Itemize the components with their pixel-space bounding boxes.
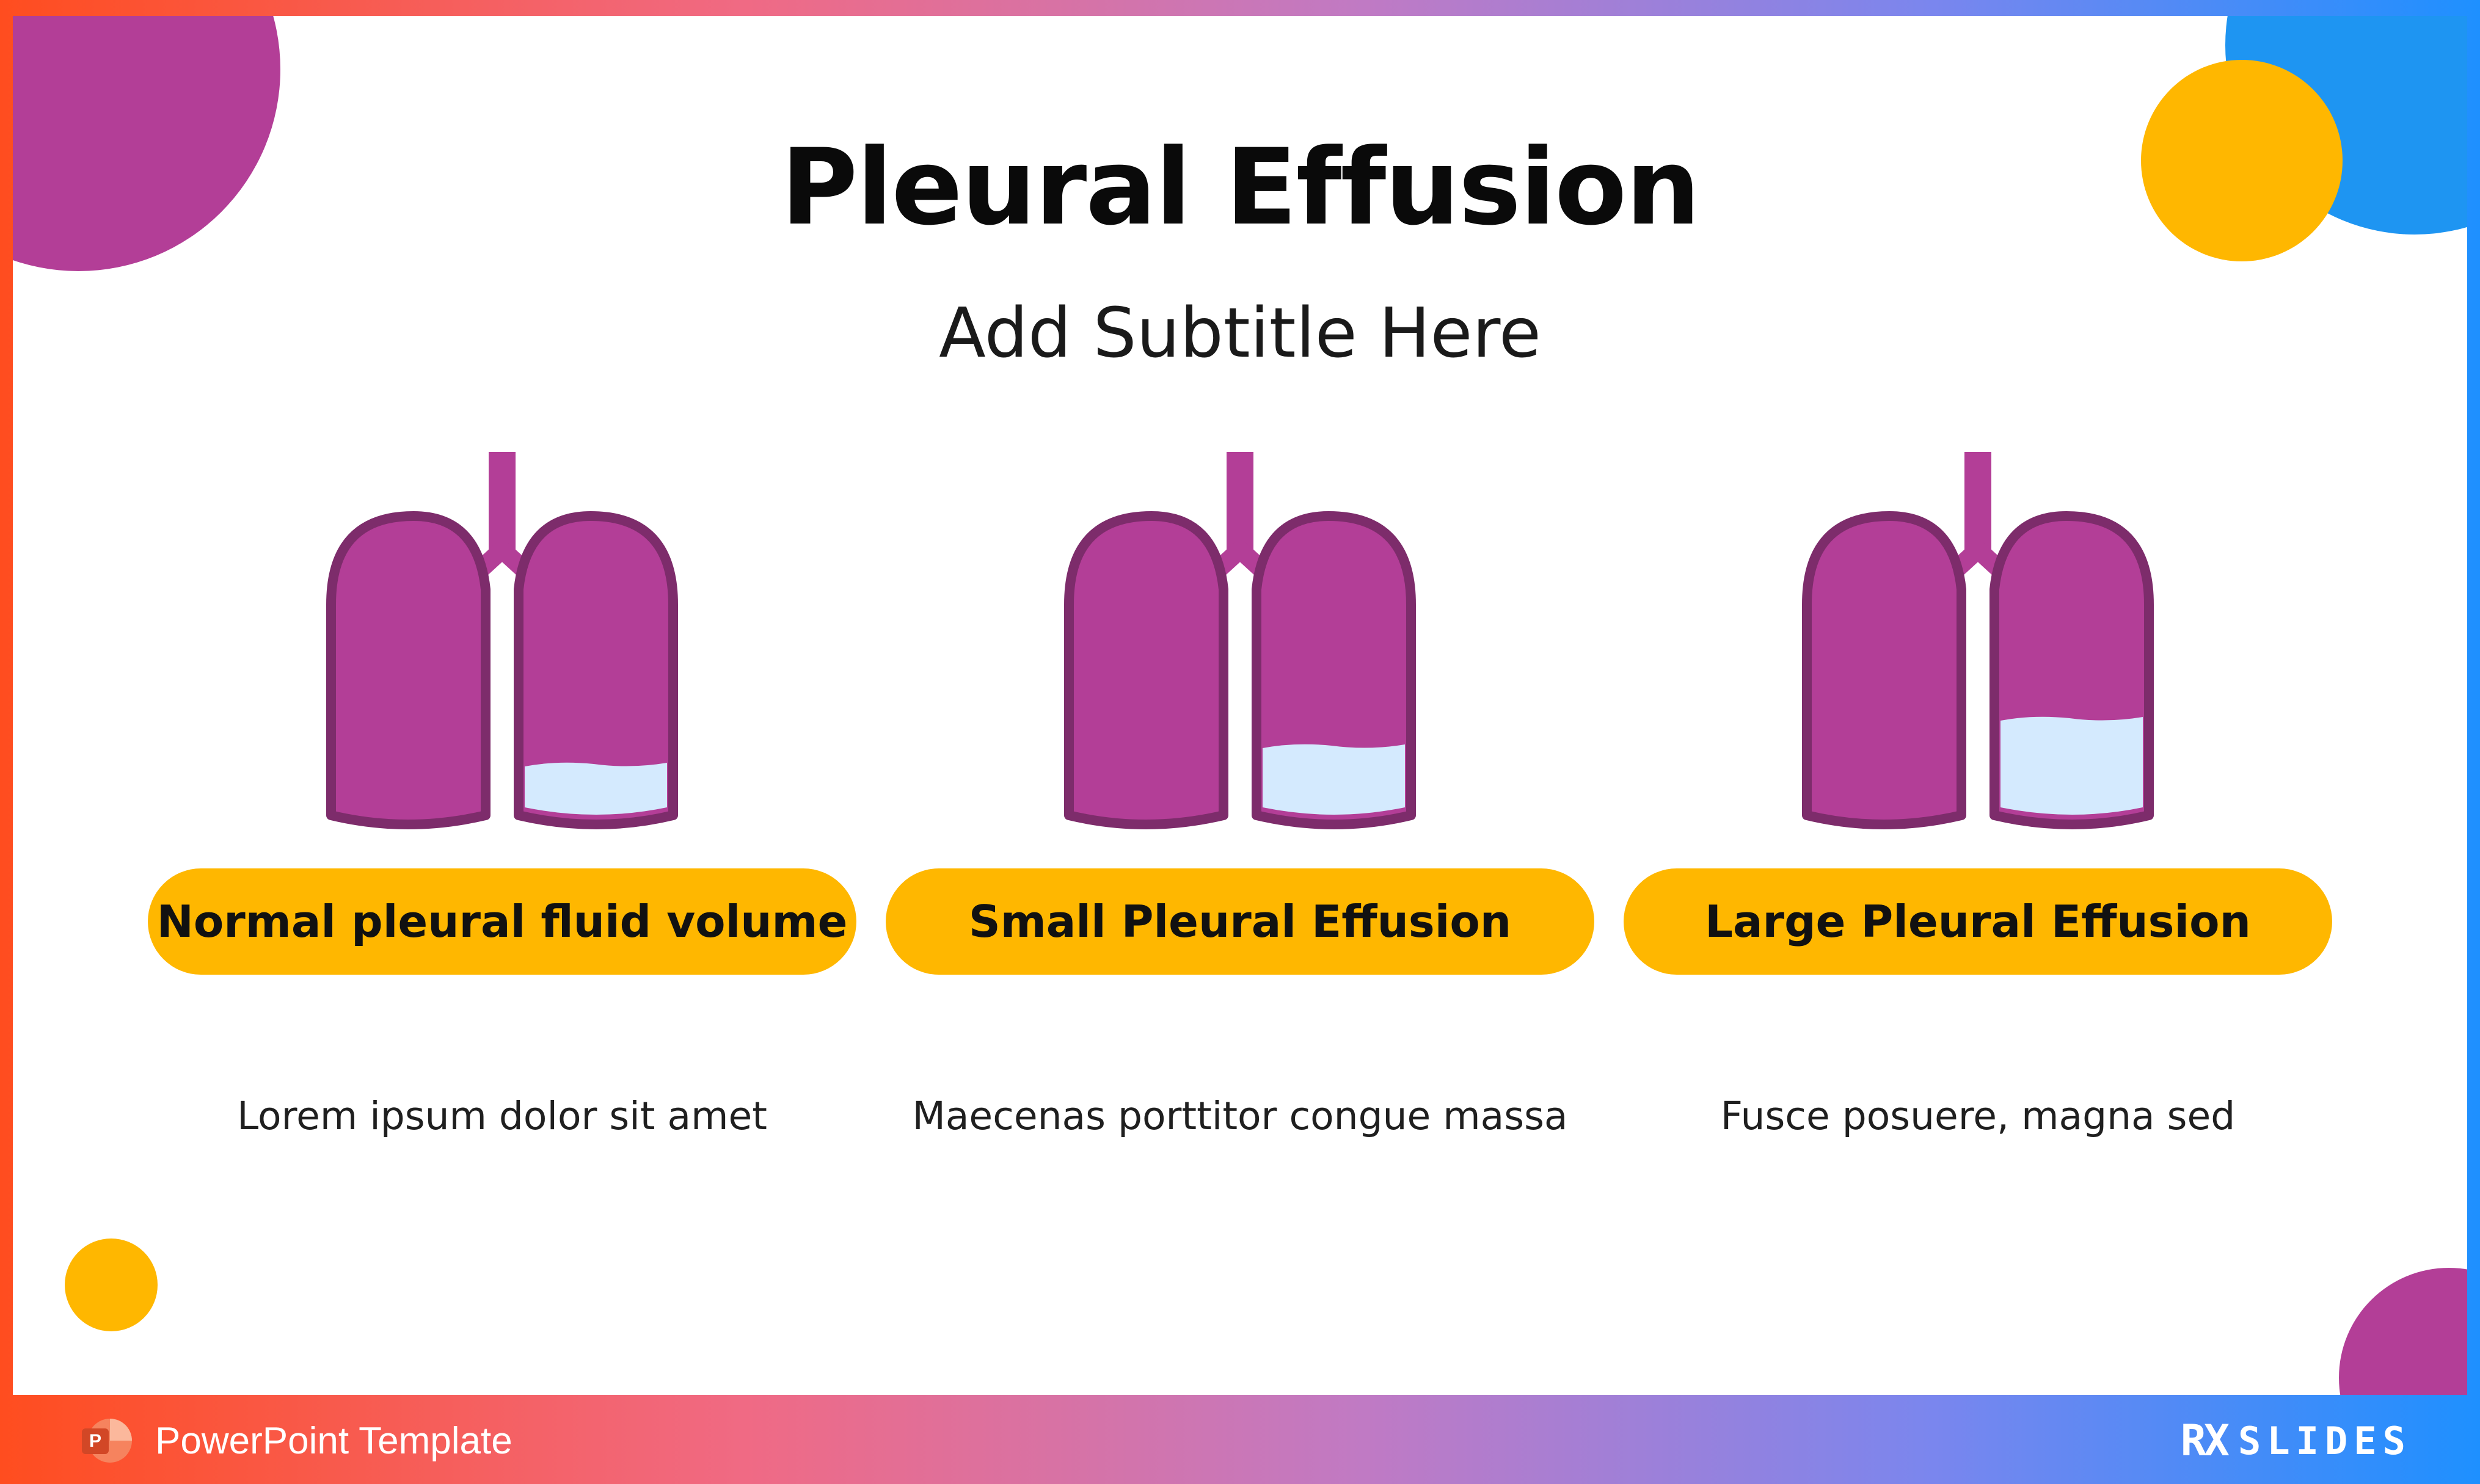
left-lung bbox=[326, 511, 491, 829]
lungs-small-illustration bbox=[1064, 452, 1416, 829]
decor-circle-top-right-yellow bbox=[2141, 60, 2343, 261]
decor-circle-bottom-left bbox=[65, 1238, 158, 1331]
slide-title[interactable]: Pleural Effusion bbox=[781, 126, 1700, 249]
footer-app-badge: P PowerPoint Template bbox=[78, 1413, 512, 1469]
lungs-icon bbox=[1789, 452, 2167, 831]
brand-logo-slides: SLIDES bbox=[2238, 1418, 2412, 1463]
footer-app-label: PowerPoint Template bbox=[155, 1419, 512, 1462]
lungs-normal-illustration bbox=[326, 452, 678, 829]
lungs-icon bbox=[313, 452, 691, 831]
left-lung bbox=[1802, 511, 1966, 829]
item-label-pill[interactable]: Small Pleural Effusion bbox=[886, 868, 1594, 975]
brand-logo-rx: RX bbox=[2180, 1416, 2230, 1466]
lungs-icon bbox=[1051, 452, 1429, 831]
trachea bbox=[1964, 452, 1991, 556]
item-description[interactable]: Fusce posuere, magna sed bbox=[1720, 1094, 2236, 1138]
pleural-fluid bbox=[525, 762, 667, 815]
left-lung bbox=[1064, 511, 1228, 829]
item-description[interactable]: Lorem ipsum dolor sit amet bbox=[237, 1094, 767, 1138]
item-label-pill[interactable]: Large Pleural Effusion bbox=[1624, 868, 2332, 975]
item-label-pill[interactable]: Normal pleural fluid volume bbox=[148, 868, 856, 975]
brand-logo: RX SLIDES bbox=[2181, 1416, 2412, 1466]
trachea bbox=[1227, 452, 1253, 556]
item-column-normal: Normal pleural fluid volume Lorem ipsum … bbox=[148, 16, 856, 1395]
lungs-large-illustration bbox=[1802, 452, 2154, 829]
item-column-large: Large Pleural Effusion Fusce posuere, ma… bbox=[1624, 16, 2332, 1395]
right-lung bbox=[514, 511, 678, 829]
pleural-fluid bbox=[1263, 744, 1405, 815]
trachea bbox=[489, 452, 516, 556]
pleural-fluid bbox=[2000, 716, 2143, 815]
slide-canvas: Pleural Effusion Add Subtitle Here Norma… bbox=[13, 16, 2467, 1395]
powerpoint-icon: P bbox=[82, 1419, 132, 1463]
slide-subtitle[interactable]: Add Subtitle Here bbox=[939, 294, 1541, 373]
svg-text:P: P bbox=[89, 1431, 101, 1451]
item-description[interactable]: Maecenas porttitor congue massa bbox=[912, 1094, 1568, 1138]
decor-circle-bottom-right bbox=[2339, 1268, 2467, 1395]
item-column-small: Small Pleural Effusion Maecenas porttito… bbox=[886, 16, 1594, 1395]
